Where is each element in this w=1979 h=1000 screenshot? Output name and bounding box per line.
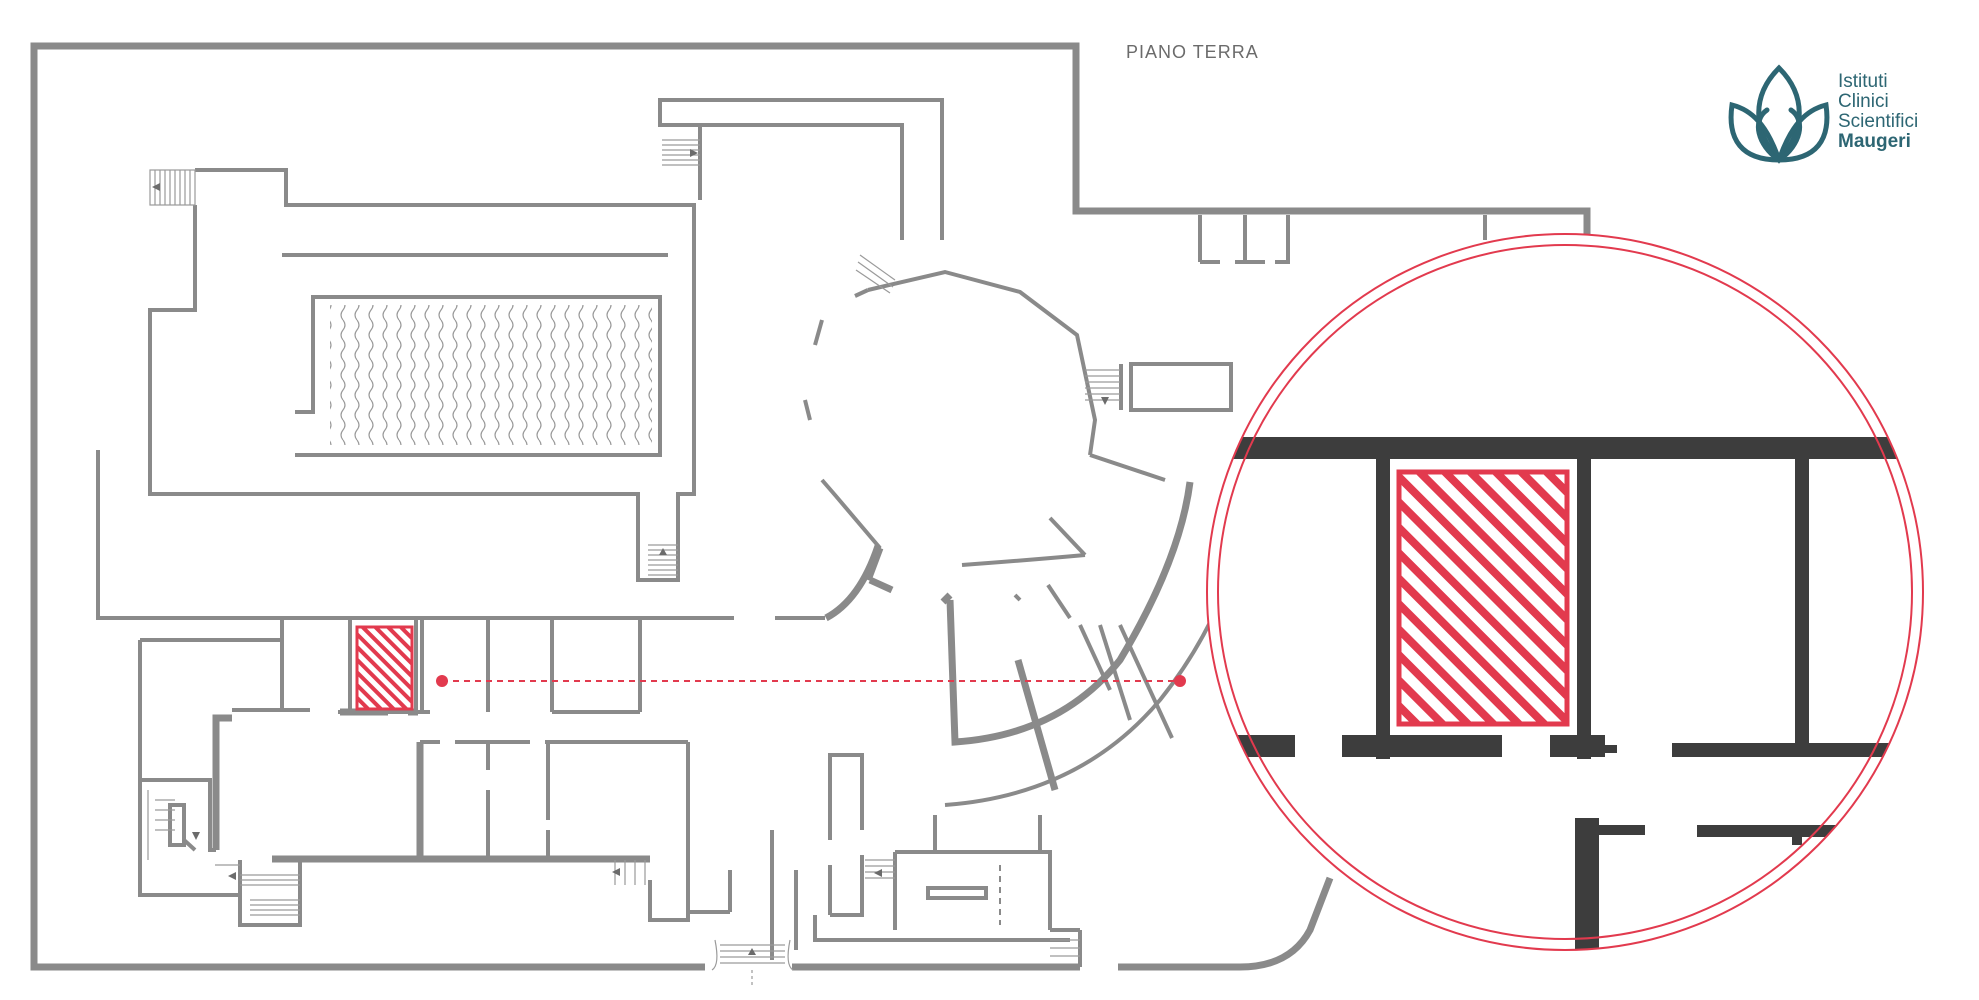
location-connector: [436, 675, 1186, 687]
stair-right-small: [1085, 369, 1120, 401]
magnifier-inner-ring: [1217, 244, 1913, 940]
lotus-logo-icon: [1728, 64, 1830, 164]
stair-rotunda-top: [855, 254, 896, 294]
auditorium-seating: [330, 305, 652, 445]
stairs: [147, 139, 1120, 985]
outer-walls: [30, 42, 1591, 971]
logo-line-4: Maugeri: [1838, 131, 1911, 152]
brand-logo: Istituti Clinici Scientifici Maugeri: [1722, 60, 1962, 170]
stair-entrance: [711, 939, 794, 985]
office-row: [280, 618, 642, 716]
logo-line-2: Clinici: [1838, 91, 1889, 112]
magnifier-outer-ring: [1206, 233, 1924, 951]
stair-arrows: [152, 149, 1109, 955]
magnifier: [1207, 234, 1923, 950]
stair-bottom-left: [147, 790, 300, 916]
logo-line-1: Istituti: [1838, 71, 1888, 92]
floor-label: PIANO TERRA: [1126, 42, 1259, 62]
logo-line-3: Scientifici: [1838, 111, 1919, 132]
highlighted-room-zoomed: [1396, 469, 1570, 727]
highlighted-room-small: [355, 625, 414, 711]
logo-wordmark: Istituti Clinici Scientifici Maugeri: [1838, 72, 1918, 152]
